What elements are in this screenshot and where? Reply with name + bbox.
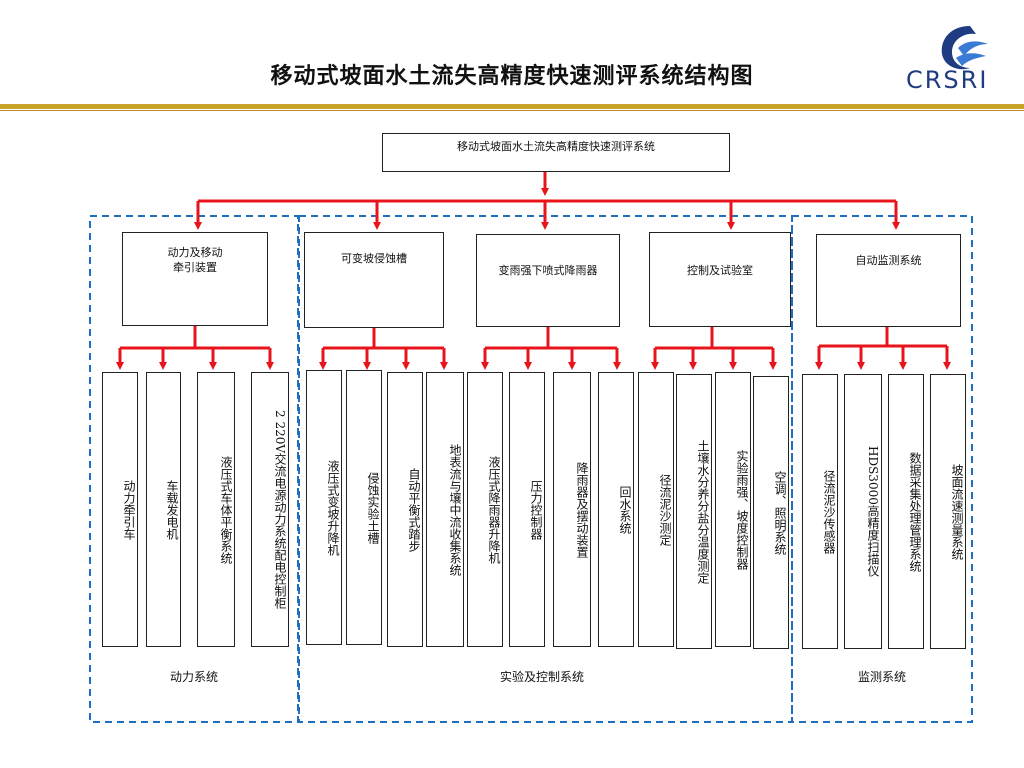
group-label-experiment-control: 实验及控制系统 — [499, 670, 584, 684]
item-power-distribution-cabinet: 2 220V交流电源动力系统配电控制柜 — [251, 372, 289, 647]
item-runoff-collection: 地表流与壤中流收集系统 — [426, 372, 464, 647]
item-sediment-sensor: 径流泥沙传感器 — [802, 374, 838, 649]
item-data-processing: 数据采集处理管理系统 — [888, 374, 924, 649]
item-vehicle-generator: 车载发电机 — [146, 372, 181, 647]
group-frame-monitor — [791, 215, 973, 723]
group-label-power: 动力系统 — [169, 670, 218, 684]
logo-text: CRSRI — [906, 66, 989, 94]
arrow-connectors — [116, 172, 951, 370]
item-pressure-controller: 压力控制器 — [509, 372, 545, 647]
page-title: 移动式坡面水土流失高精度快速测评系统结构图 — [270, 64, 754, 89]
item-soil-nutrient-measure: 土壤水分养分盐分温度测定 — [676, 374, 712, 649]
crsri-logo-icon — [941, 26, 988, 70]
root-system-box: 移动式坡面水土流失高精度快速测评系统 — [382, 133, 730, 172]
item-ac-lighting: 空调、照明系统 — [753, 376, 789, 649]
item-rain-slope-controller: 实验雨强、坡度控制器 — [715, 372, 751, 647]
title-rule-thin — [0, 110, 1024, 111]
item-hydraulic-slope-lifter: 液压式变坡升降机 — [306, 370, 342, 645]
category-control-lab: 控制及试验室 — [649, 232, 791, 327]
item-traction-vehicle: 动力牵引车 — [102, 372, 138, 647]
group-label-monitoring: 监测系统 — [857, 670, 906, 684]
item-hydraulic-leveling: 液压式车体平衡系统 — [197, 372, 235, 647]
item-hds3000-scanner: HDS3000高精度扫描仪 — [844, 374, 882, 649]
category-power-traction: 动力及移动 牵引装置 — [122, 232, 268, 326]
item-erosion-soil-trough: 侵蚀实验土槽 — [346, 370, 382, 645]
item-sprinkler-swing-device: 降雨器及摆动装置 — [553, 372, 591, 647]
category-variable-slope-trough: 可变坡侵蚀槽 — [304, 232, 444, 328]
category-rainfall-simulator: 变雨强下喷式降雨器 — [476, 234, 620, 327]
item-water-return-system: 回水系统 — [598, 372, 634, 647]
item-runoff-sediment-measure: 径流泥沙测定 — [638, 372, 674, 647]
title-rule — [0, 104, 1024, 109]
item-self-leveling-step: 自动平衡式踏步 — [387, 372, 423, 647]
category-auto-monitoring: 自动监测系统 — [816, 234, 961, 327]
item-rainfall-lifter: 液压式降雨器升降机 — [467, 372, 503, 647]
item-flow-velocity: 坡面流速测量系统 — [930, 374, 966, 649]
